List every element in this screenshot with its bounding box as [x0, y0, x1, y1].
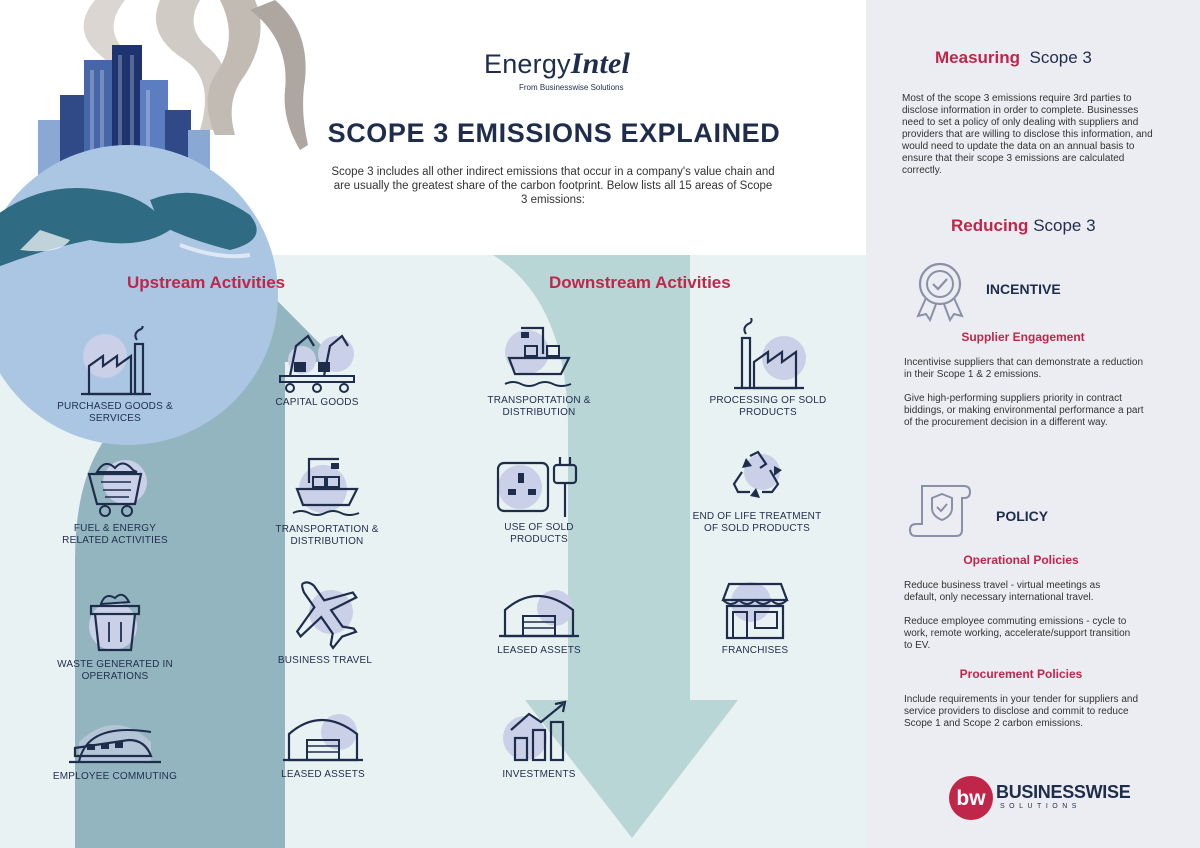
activity-label: TRANSPORTATION & DISTRIBUTION: [275, 524, 379, 547]
reducing-heading-red: Reducing: [951, 216, 1029, 235]
recycle-icon: [732, 450, 782, 498]
policy-text-1: Reduce business travel - virtual meeting…: [904, 580, 1101, 603]
growth-chart-icon: [503, 700, 567, 762]
upstream-item-employee-commuting: EMPLOYEE COMMUTING: [50, 712, 180, 783]
energyintel-logo: EnergyIntel: [484, 47, 630, 81]
activity-label: LEASED ASSETS: [281, 769, 365, 780]
train-icon: [69, 725, 161, 764]
storefront-icon: [721, 582, 789, 640]
coal-cart-icon: [87, 460, 147, 517]
measuring-heading: Measuring Scope 3: [935, 48, 1092, 68]
incentive-subtitle: Supplier Engagement: [961, 330, 1085, 344]
upstream-item-business-travel: BUSINESS TRAVEL: [260, 572, 390, 667]
factory-icon: [81, 326, 151, 396]
downstream-item-leased-assets: LEASED ASSETS: [474, 586, 604, 657]
logo-mark-text: bw: [956, 787, 986, 810]
factory-icon: [734, 318, 806, 390]
activity-label: EMPLOYEE COMMUTING: [52, 771, 178, 782]
cargo-ship-icon: [504, 326, 572, 387]
company-name: BUSINESSWISE: [996, 782, 1131, 802]
upstream-title: Upstream Activities: [127, 273, 286, 292]
downstream-item-processing: PROCESSING OF SOLD PRODUCTS: [703, 318, 833, 419]
reducing-heading-rest: Scope 3: [1033, 216, 1096, 235]
robot-arm-icon: [279, 334, 355, 393]
downstream-item-end-of-life: END OF LIFE TREATMENT OF SOLD PRODUCTS: [692, 448, 822, 535]
activity-label: WASTE GENERATED IN OPERATIONS: [57, 659, 173, 682]
incentive-text-2: Give high-performing suppliers priority …: [904, 393, 1144, 428]
earth-globe-illustration: [0, 145, 278, 445]
measuring-heading-rest: Scope 3: [1029, 48, 1092, 67]
warehouse-icon: [499, 590, 579, 638]
airplane-icon: [295, 581, 358, 650]
activity-label: END OF LIFE TREATMENT OF SOLD PRODUCTS: [692, 511, 822, 534]
measuring-text: Most of the scope 3 emissions require 3r…: [902, 93, 1153, 176]
page-title: SCOPE 3 EMISSIONS EXPLAINED: [327, 118, 781, 148]
policy-text-3: Include requirements in your tender for …: [904, 694, 1139, 729]
upstream-item-waste: WASTE GENERATED IN OPERATIONS: [50, 588, 180, 683]
activity-label: BUSINESS TRAVEL: [277, 655, 373, 666]
incentive-heading: INCENTIVE: [986, 281, 1061, 297]
policy-heading: POLICY: [996, 508, 1049, 524]
activity-label: LEASED ASSETS: [497, 645, 581, 656]
activity-label: PROCESSING OF SOLD PRODUCTS: [709, 395, 827, 418]
upstream-item-fuel-energy: FUEL & ENERGY RELATED ACTIVITIES: [50, 454, 180, 547]
company-tagline: SOLUTIONS: [1000, 803, 1081, 810]
waste-bin-icon: [89, 593, 141, 652]
activity-label: INVESTMENTS: [502, 769, 576, 780]
downstream-item-franchises: FRANCHISES: [690, 578, 820, 657]
logo-intel-text: Intel: [570, 47, 631, 80]
activity-label: FRANCHISES: [721, 645, 789, 656]
sidebar-panel: [866, 0, 1200, 848]
intro-text: Scope 3 includes all other indirect emis…: [331, 166, 775, 206]
warehouse-icon: [283, 714, 363, 762]
activity-label: TRANSPORTATION & DISTRIBUTION: [487, 395, 591, 418]
upstream-item-transportation: TRANSPORTATION & DISTRIBUTION: [262, 453, 392, 548]
cargo-ship-icon: [292, 457, 360, 516]
logo-energy-text: Energy: [484, 49, 571, 79]
award-ribbon-icon: [916, 262, 964, 322]
logo-subtitle: From Businesswise Solutions: [519, 83, 624, 92]
reducing-heading: Reducing Scope 3: [951, 216, 1096, 236]
activity-label: USE OF SOLD PRODUCTS: [504, 522, 574, 545]
businesswise-logo-mark: bw: [949, 776, 993, 820]
plug-socket-icon: [496, 457, 578, 517]
operational-policies-subtitle: Operational Policies: [963, 553, 1079, 567]
measuring-heading-red: Measuring: [935, 48, 1021, 67]
policy-scroll-icon: [908, 485, 972, 537]
activity-label: CAPITAL GOODS: [275, 397, 359, 408]
downstream-item-transportation: TRANSPORTATION & DISTRIBUTION: [474, 322, 604, 419]
upstream-item-purchased-goods: PURCHASED GOODS & SERVICES: [50, 326, 180, 425]
downstream-item-use-of-sold-products: USE OF SOLD PRODUCTS: [474, 455, 604, 546]
downstream-arrow: [493, 255, 738, 838]
activity-label: FUEL & ENERGY RELATED ACTIVITIES: [62, 523, 168, 546]
procurement-policies-subtitle: Procurement Policies: [959, 667, 1083, 681]
activity-label: PURCHASED GOODS & SERVICES: [57, 401, 173, 424]
downstream-title: Downstream Activities: [549, 273, 731, 292]
upstream-item-leased-assets: LEASED ASSETS: [258, 710, 388, 781]
policy-text-2: Reduce employee commuting emissions - cy…: [904, 616, 1131, 651]
incentive-text-1: Incentivise suppliers that can demonstra…: [904, 357, 1144, 380]
upstream-item-capital-goods: CAPITAL GOODS: [252, 326, 382, 409]
downstream-item-investments: INVESTMENTS: [474, 700, 604, 781]
